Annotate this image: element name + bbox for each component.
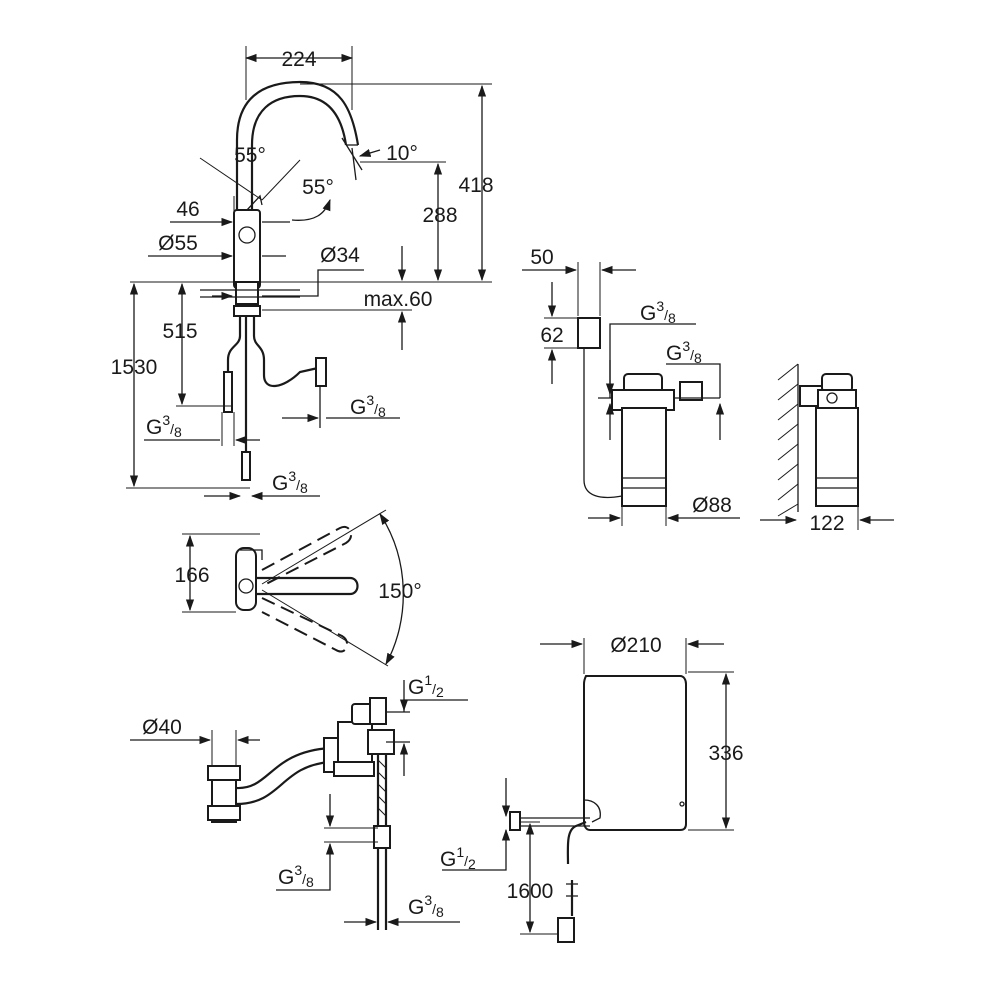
top-depth-label: 166: [174, 564, 209, 587]
faucet-connection-a-label: G3/8: [146, 412, 182, 440]
valve-thread-bottom-label: G3/8: [408, 892, 444, 920]
filter-head-width-label: 50: [530, 246, 553, 269]
faucet-lever-angle-up-label: 55°: [234, 144, 266, 167]
boiler-cable-length-label: 1600: [507, 880, 554, 903]
faucet-hoses: [226, 316, 319, 410]
faucet-connection-c-label: G3/8: [272, 468, 308, 496]
valve-assembly: Ø40 G1/2 G3/8 G3/8: [130, 672, 468, 930]
boiler-diameter-label: Ø210: [610, 634, 661, 657]
boiler-cable: [566, 820, 587, 916]
faucet-height-spout-label: 288: [422, 204, 457, 227]
faucet-spout-angle-label: 10°: [386, 142, 418, 165]
faucet-hose-length-lower-label: 515: [162, 320, 197, 343]
top-spout-swing-up: [261, 525, 353, 585]
faucet-top-view: 166 150°: [174, 509, 422, 667]
faucet-hole-diameter-label: Ø34: [320, 244, 360, 267]
filter-thread-upper-label: G3/8: [640, 298, 676, 326]
faucet-hose-length-label: 1530: [111, 356, 158, 379]
faucet-spout: [235, 80, 360, 278]
filter-thread-lower-label: G3/8: [666, 338, 702, 366]
top-spout-swing-down: [261, 597, 349, 653]
faucet-body-knob: [238, 226, 256, 244]
faucet-height-total-label: 418: [458, 174, 493, 197]
filter-cartridge: [621, 407, 667, 507]
boiler-tank: [583, 675, 687, 831]
valve-thread-mid-label: G3/8: [278, 862, 314, 890]
drain-hose: [235, 746, 331, 806]
valve-thread-top-label: G1/2: [408, 672, 444, 700]
top-swivel-angle-label: 150°: [378, 580, 421, 603]
filter-wall-view: 122: [760, 363, 894, 535]
boiler-height-label: 336: [708, 742, 743, 765]
filter-unit: 50 62 G3/8 G3/8 Ø88: [522, 246, 740, 526]
filter-diameter-label: Ø88: [692, 494, 732, 517]
faucet-body-diameter-label: Ø55: [158, 232, 198, 255]
faucet-body: [233, 209, 261, 289]
faucet-connection-b-label: G3/8: [350, 392, 386, 420]
boiler-thread-label: G1/2: [440, 844, 476, 872]
faucet-lever-angle-down-label: 55°: [302, 176, 334, 199]
boiler-unit: Ø210 336 G1/2 1600: [440, 634, 744, 943]
faucet-spout-inner: [250, 94, 348, 278]
valve-braided-hose: [376, 754, 388, 826]
filter-head-height-label: 62: [540, 324, 563, 347]
faucet-lever-offset-label: 46: [176, 198, 199, 221]
filter-wall-cartridge: [815, 407, 859, 507]
faucet-base: [235, 281, 259, 305]
faucet-width-label: 224: [281, 48, 316, 71]
faucet-deck-thickness-label: max.60: [364, 288, 433, 311]
filter-head: [577, 317, 601, 349]
top-spout: [256, 576, 359, 596]
faucet-side-view: 224 418 288 10° 55° 55° 46 Ø55 Ø34: [111, 46, 494, 501]
wall-hatching: [777, 363, 799, 517]
filter-wall-distance-label: 122: [809, 512, 844, 535]
drain-diameter-label: Ø40: [142, 716, 182, 739]
